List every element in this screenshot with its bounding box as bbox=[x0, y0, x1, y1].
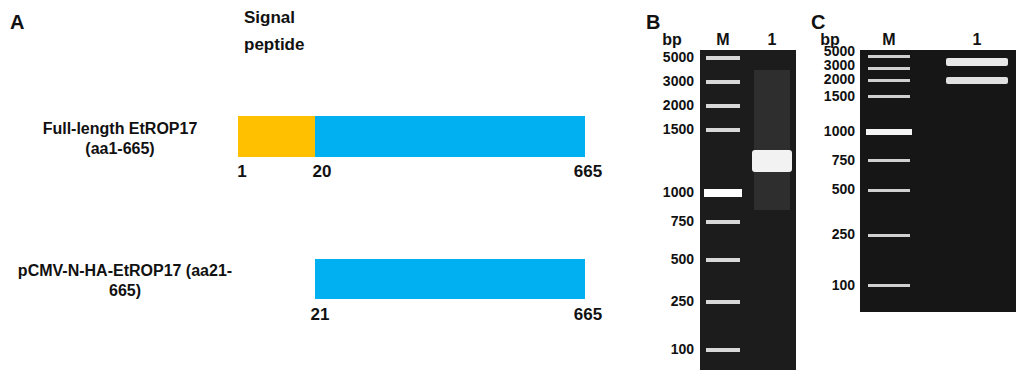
lane-label: 1 bbox=[768, 30, 777, 50]
construct-name: Full-length EtROP17 (aa1-665) bbox=[23, 119, 218, 159]
ladder-size: 500 bbox=[832, 181, 855, 199]
ladder-size: 100 bbox=[832, 277, 855, 295]
residue-number: 21 bbox=[311, 304, 330, 325]
residue-number: 20 bbox=[313, 161, 332, 182]
panel-letter: C bbox=[811, 10, 825, 35]
ladder-size: 5000 bbox=[663, 49, 694, 67]
sample-band bbox=[752, 150, 792, 172]
panel-letter: B bbox=[646, 10, 660, 35]
ladder-size: 750 bbox=[832, 152, 855, 170]
panel-letter: A bbox=[10, 10, 24, 35]
protein-bar bbox=[315, 259, 585, 299]
ladder-size: 750 bbox=[671, 213, 694, 231]
ladder-size: 250 bbox=[832, 226, 855, 244]
ladder-size: 1500 bbox=[663, 121, 694, 139]
construct-name: pCMV-N-HA-EtROP17 (aa21-665) bbox=[18, 261, 233, 301]
segment-heading: Signal peptide bbox=[244, 4, 324, 58]
lane-label: 1 bbox=[973, 30, 982, 50]
ladder-bands bbox=[704, 56, 742, 352]
gel-image bbox=[700, 50, 796, 370]
ladder-size: 100 bbox=[671, 341, 694, 359]
unit-label: bp bbox=[662, 30, 682, 50]
ladder-size: 1500 bbox=[824, 88, 855, 106]
residue-number: 665 bbox=[574, 304, 602, 325]
ladder-size: 500 bbox=[671, 251, 694, 269]
sample-band bbox=[946, 58, 1008, 66]
gel-image bbox=[860, 50, 1016, 312]
ladder-size: 1000 bbox=[663, 184, 694, 202]
sample-band bbox=[946, 77, 1008, 84]
lane-label: M bbox=[882, 30, 895, 50]
smear bbox=[754, 70, 790, 210]
protein-bar bbox=[315, 116, 585, 157]
signal-peptide-segment: Signal peptide bbox=[238, 116, 315, 157]
lane-label: M bbox=[716, 30, 729, 50]
ladder-size: 1000 bbox=[824, 123, 855, 141]
ladder-size: 2000 bbox=[824, 71, 855, 89]
ladder-size: 3000 bbox=[663, 73, 694, 91]
residue-number: 1 bbox=[237, 161, 246, 182]
ladder-size: 2000 bbox=[663, 97, 694, 115]
ladder-bands bbox=[866, 55, 912, 287]
ladder-size: 250 bbox=[671, 293, 694, 311]
residue-number: 665 bbox=[574, 161, 602, 182]
